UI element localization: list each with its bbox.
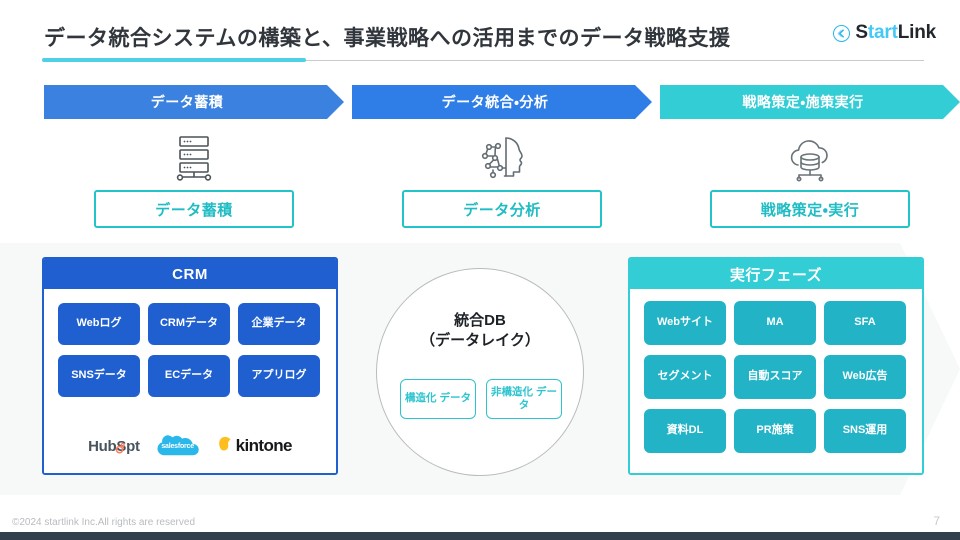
execution-chip[interactable]: MA [734, 301, 816, 345]
kintone-mark-icon [216, 435, 234, 458]
step-chevron-3: 戦略策定・施策実行 [660, 85, 960, 119]
hubspot-logo-text-suffix: t [134, 437, 140, 455]
execution-phase-body: Webサイト MA SFA セグメント 自動スコア Web広告 資料DL PR施… [630, 289, 922, 473]
cloud-database-icon [660, 130, 960, 186]
crm-panel: CRM Webログ CRMデータ 企業データ SNSデータ ECデータ アプリロ… [42, 257, 338, 475]
step-chevron-2-label: データ統合・分析 [441, 94, 549, 110]
phase-box-analysis: データ分析 [402, 190, 602, 228]
execution-chip[interactable]: 自動スコア [734, 355, 816, 399]
crm-chip[interactable]: CRMデータ [148, 303, 230, 345]
title-rule [44, 60, 924, 61]
logo-letter-l: L [897, 22, 910, 43]
phase-icon-row [44, 130, 924, 186]
execution-chip[interactable]: SFA [824, 301, 906, 345]
execution-chip[interactable]: Webサイト [644, 301, 726, 345]
execution-chip[interactable]: SNS運用 [824, 409, 906, 453]
process-step-banner: データ蓄積 データ統合・分析 戦略策定・施策実行 [44, 85, 924, 119]
page-number: 7 [933, 514, 940, 528]
integrated-db-circle: 統合DB （データレイク） 構造化 データ 非構造化 データ [376, 268, 584, 476]
integrated-db-title: 統合DB （データレイク） [420, 312, 540, 350]
salesforce-logo: salesforce [152, 434, 204, 458]
salesforce-logo-text: salesforce [161, 442, 194, 450]
kintone-logo: kintone [216, 435, 292, 458]
execution-chip-grid: Webサイト MA SFA セグメント 自動スコア Web広告 資料DL PR施… [644, 301, 906, 453]
phase-box-accumulate-label: データ蓄積 [155, 201, 233, 219]
execution-chip[interactable]: セグメント [644, 355, 726, 399]
execution-chip[interactable]: Web広告 [824, 355, 906, 399]
execution-phase-header: 実行フェーズ [630, 259, 922, 289]
crm-chip[interactable]: 企業データ [238, 303, 320, 345]
integrated-db-chip-row: 構造化 データ 非構造化 データ [393, 379, 569, 419]
crm-panel-title: CRM [172, 265, 208, 283]
server-rack-icon [44, 130, 344, 186]
phase-box-strategy: 戦略策定・実行 [710, 190, 910, 228]
logo-letters-ink: ink [909, 22, 936, 43]
execution-chip[interactable]: PR施策 [734, 409, 816, 453]
crm-chip-grid: Webログ CRMデータ 企業データ SNSデータ ECデータ アプリログ [58, 303, 320, 397]
execution-chip[interactable]: 資料DL [644, 409, 726, 453]
phase-box-accumulate: データ蓄積 [94, 190, 294, 228]
unstructured-data-chip[interactable]: 非構造化 データ [486, 379, 562, 419]
ai-brain-circuit-icon [352, 130, 652, 186]
title-accent-rule [42, 58, 306, 62]
logo-wordmark: StartLink [855, 22, 936, 44]
copyright-text: ©2024 startlink Inc.All rights are reser… [12, 517, 196, 528]
crm-panel-body: Webログ CRMデータ 企業データ SNSデータ ECデータ アプリログ Hu… [44, 289, 336, 473]
step-chevron-2: データ統合・分析 [352, 85, 652, 119]
logo-letter-s: S [855, 22, 868, 43]
execution-phase-title: 実行フェーズ [729, 266, 823, 284]
brand-logo: StartLink [833, 22, 936, 44]
crm-chip[interactable]: アプリログ [238, 355, 320, 397]
execution-phase-panel: 実行フェーズ Webサイト MA SFA セグメント 自動スコア Web広告 資… [628, 257, 924, 475]
hubspot-logo-text: HubSp [88, 437, 135, 455]
phase-box-analysis-label: データ分析 [463, 201, 541, 219]
crm-chip[interactable]: SNSデータ [58, 355, 140, 397]
crm-panel-header: CRM [44, 259, 336, 289]
step-chevron-3-label: 戦略策定・施策実行 [742, 94, 864, 110]
logo-letters-tart: tart [867, 22, 898, 43]
phase-box-strategy-label: 戦略策定・実行 [760, 201, 860, 219]
kintone-logo-text: kintone [235, 436, 293, 455]
hubspot-sprocket-icon [114, 441, 125, 458]
page-title: データ統合システムの構築と、事業戦略への活用までのデータ戦略支援 [44, 27, 731, 50]
structured-data-chip[interactable]: 構造化 データ [400, 379, 476, 419]
phase-label-row: データ蓄積 データ分析 戦略策定・実行 [44, 190, 924, 228]
footer-bar [0, 532, 960, 540]
slide-header: データ統合システムの構築と、事業戦略への活用までのデータ戦略支援 [0, 0, 960, 70]
crm-chip[interactable]: ECデータ [148, 355, 230, 397]
crm-chip[interactable]: Webログ [58, 303, 140, 345]
chevron-circle-icon [833, 24, 851, 42]
step-chevron-1: データ蓄積 [44, 85, 344, 119]
step-chevron-1-label: データ蓄積 [150, 94, 224, 110]
